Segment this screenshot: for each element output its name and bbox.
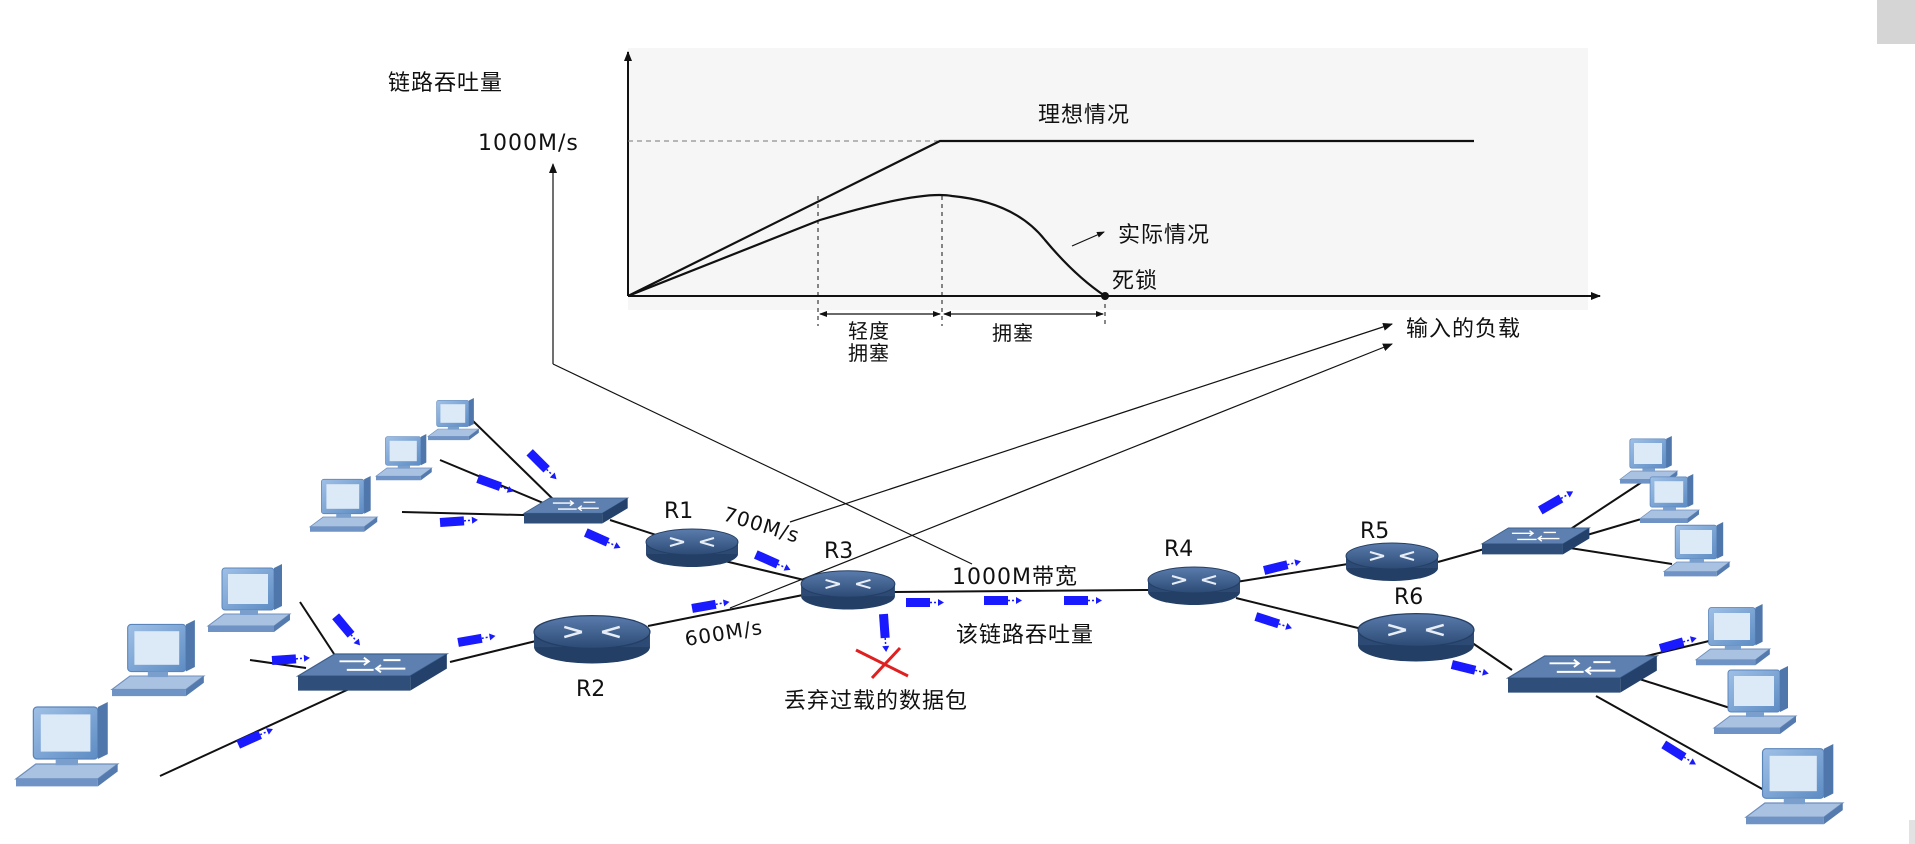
router-r3-label: R3 (824, 539, 853, 564)
light-congestion-label-line2: 拥塞 (848, 341, 890, 365)
link-r2-r3-rate-label: 600M/s (683, 615, 764, 651)
packet-icon (583, 527, 624, 553)
packet-icon (475, 473, 516, 497)
link-r3-r4 (893, 589, 1149, 593)
router-r5-icon (1345, 542, 1439, 582)
actual-label-pointer (1071, 231, 1105, 247)
router-r4-icon (1147, 566, 1241, 606)
y-tick-label: 1000M/s (478, 131, 579, 156)
packets (235, 448, 1700, 770)
packet-icon (878, 612, 892, 654)
link-r3-r4-bandwidth-label: 1000M带宽 (952, 565, 1078, 590)
link-r6-switch4 (1467, 639, 1513, 671)
chart-background (628, 48, 1588, 310)
switch-icon-bottom-left (297, 653, 448, 692)
pc-icon (1619, 435, 1678, 484)
link-throughput-label: 该链路吞吐量 (956, 623, 1094, 648)
packet-icon (983, 595, 1023, 606)
router-r5-label: R5 (1360, 519, 1389, 544)
actual-curve-label: 实际情况 (1118, 223, 1210, 248)
link-r5-switch3 (1437, 547, 1489, 563)
router-r1-icon (645, 528, 739, 568)
link-pc1-switch1 (471, 419, 561, 507)
ideal-curve (627, 139, 1474, 297)
dropped-packets-label: 丢弃过载的数据包 (784, 689, 968, 714)
link-r4-r5 (1235, 563, 1349, 583)
pc-icon (1695, 603, 1771, 666)
packet-icon (905, 597, 945, 608)
pc-icon (1663, 521, 1730, 577)
packet-icon (1658, 632, 1699, 654)
router-r1-label: R1 (664, 499, 693, 524)
packet-icon (270, 652, 312, 666)
network-links (159, 419, 1765, 791)
pc-icon (15, 701, 119, 787)
router-r2-label: R2 (576, 677, 605, 702)
link-r4-r6 (1235, 597, 1359, 629)
x-axis-label: 输入的负载 (1406, 317, 1521, 342)
congestion-label: 拥塞 (992, 321, 1034, 345)
ideal-curve-label: 理想情况 (1038, 103, 1130, 128)
packet-icon (753, 549, 794, 575)
switch-icon-top-right (1481, 527, 1591, 556)
link-switch4-pc11 (1629, 675, 1731, 709)
pc-group-top-right (1619, 435, 1730, 577)
link-switch3-pc9 (1569, 547, 1673, 565)
connector-throughput-to-yaxis (552, 363, 973, 565)
link-r2-r3 (647, 593, 809, 627)
router-r6-label: R6 (1394, 585, 1423, 610)
packet-icon (331, 612, 365, 650)
link-switch4-pc12 (1595, 695, 1765, 791)
packet-icon (1660, 739, 1700, 770)
connector-600-to-load (729, 343, 1393, 609)
link-pc4-switch2 (299, 601, 339, 661)
pc-icon (207, 563, 291, 633)
pc-icon (1713, 665, 1797, 735)
pc-icon (427, 397, 480, 441)
corner-tab-bottom (1909, 820, 1915, 844)
router-r3-icon (800, 569, 896, 611)
pc-icon (309, 475, 378, 533)
router-r2-icon (532, 614, 652, 665)
pc-group-bottom-left (15, 563, 291, 787)
throughput-chart: 链路吞吐量 1000M/s 理想情况 实际情况 死锁 轻度 拥塞 拥塞 输入的负… (388, 48, 1601, 365)
pc-icon (111, 619, 205, 697)
light-congestion-label-line1: 轻度 (848, 319, 890, 343)
pc-group-bottom-right (1695, 603, 1844, 825)
link-switch2-r2 (449, 639, 541, 663)
corner-tab (1877, 0, 1915, 44)
router-r6-icon (1356, 612, 1476, 663)
connector-700-to-load (789, 323, 1393, 523)
link-pc6-switch2 (159, 683, 361, 777)
drop-mark-icon (855, 646, 909, 680)
packet-icon (1063, 595, 1103, 606)
deadlock-label: 死锁 (1112, 269, 1158, 294)
packet-icon (1450, 659, 1491, 679)
pc-icon (375, 433, 433, 481)
router-r4-label: R4 (1164, 537, 1193, 562)
switch-icon-bottom-right (1507, 655, 1658, 694)
pc-icon (1745, 743, 1844, 825)
y-axis-label: 链路吞吐量 (388, 71, 503, 96)
packet-icon (235, 724, 276, 750)
chart-network-connectors (549, 163, 1393, 609)
actual-curve (627, 193, 1106, 298)
packet-icon (1253, 611, 1295, 634)
packet-icon (1537, 486, 1577, 516)
packet-icon (456, 630, 498, 648)
link-switch3-pc7 (1559, 481, 1643, 537)
packet-icon (438, 514, 480, 528)
